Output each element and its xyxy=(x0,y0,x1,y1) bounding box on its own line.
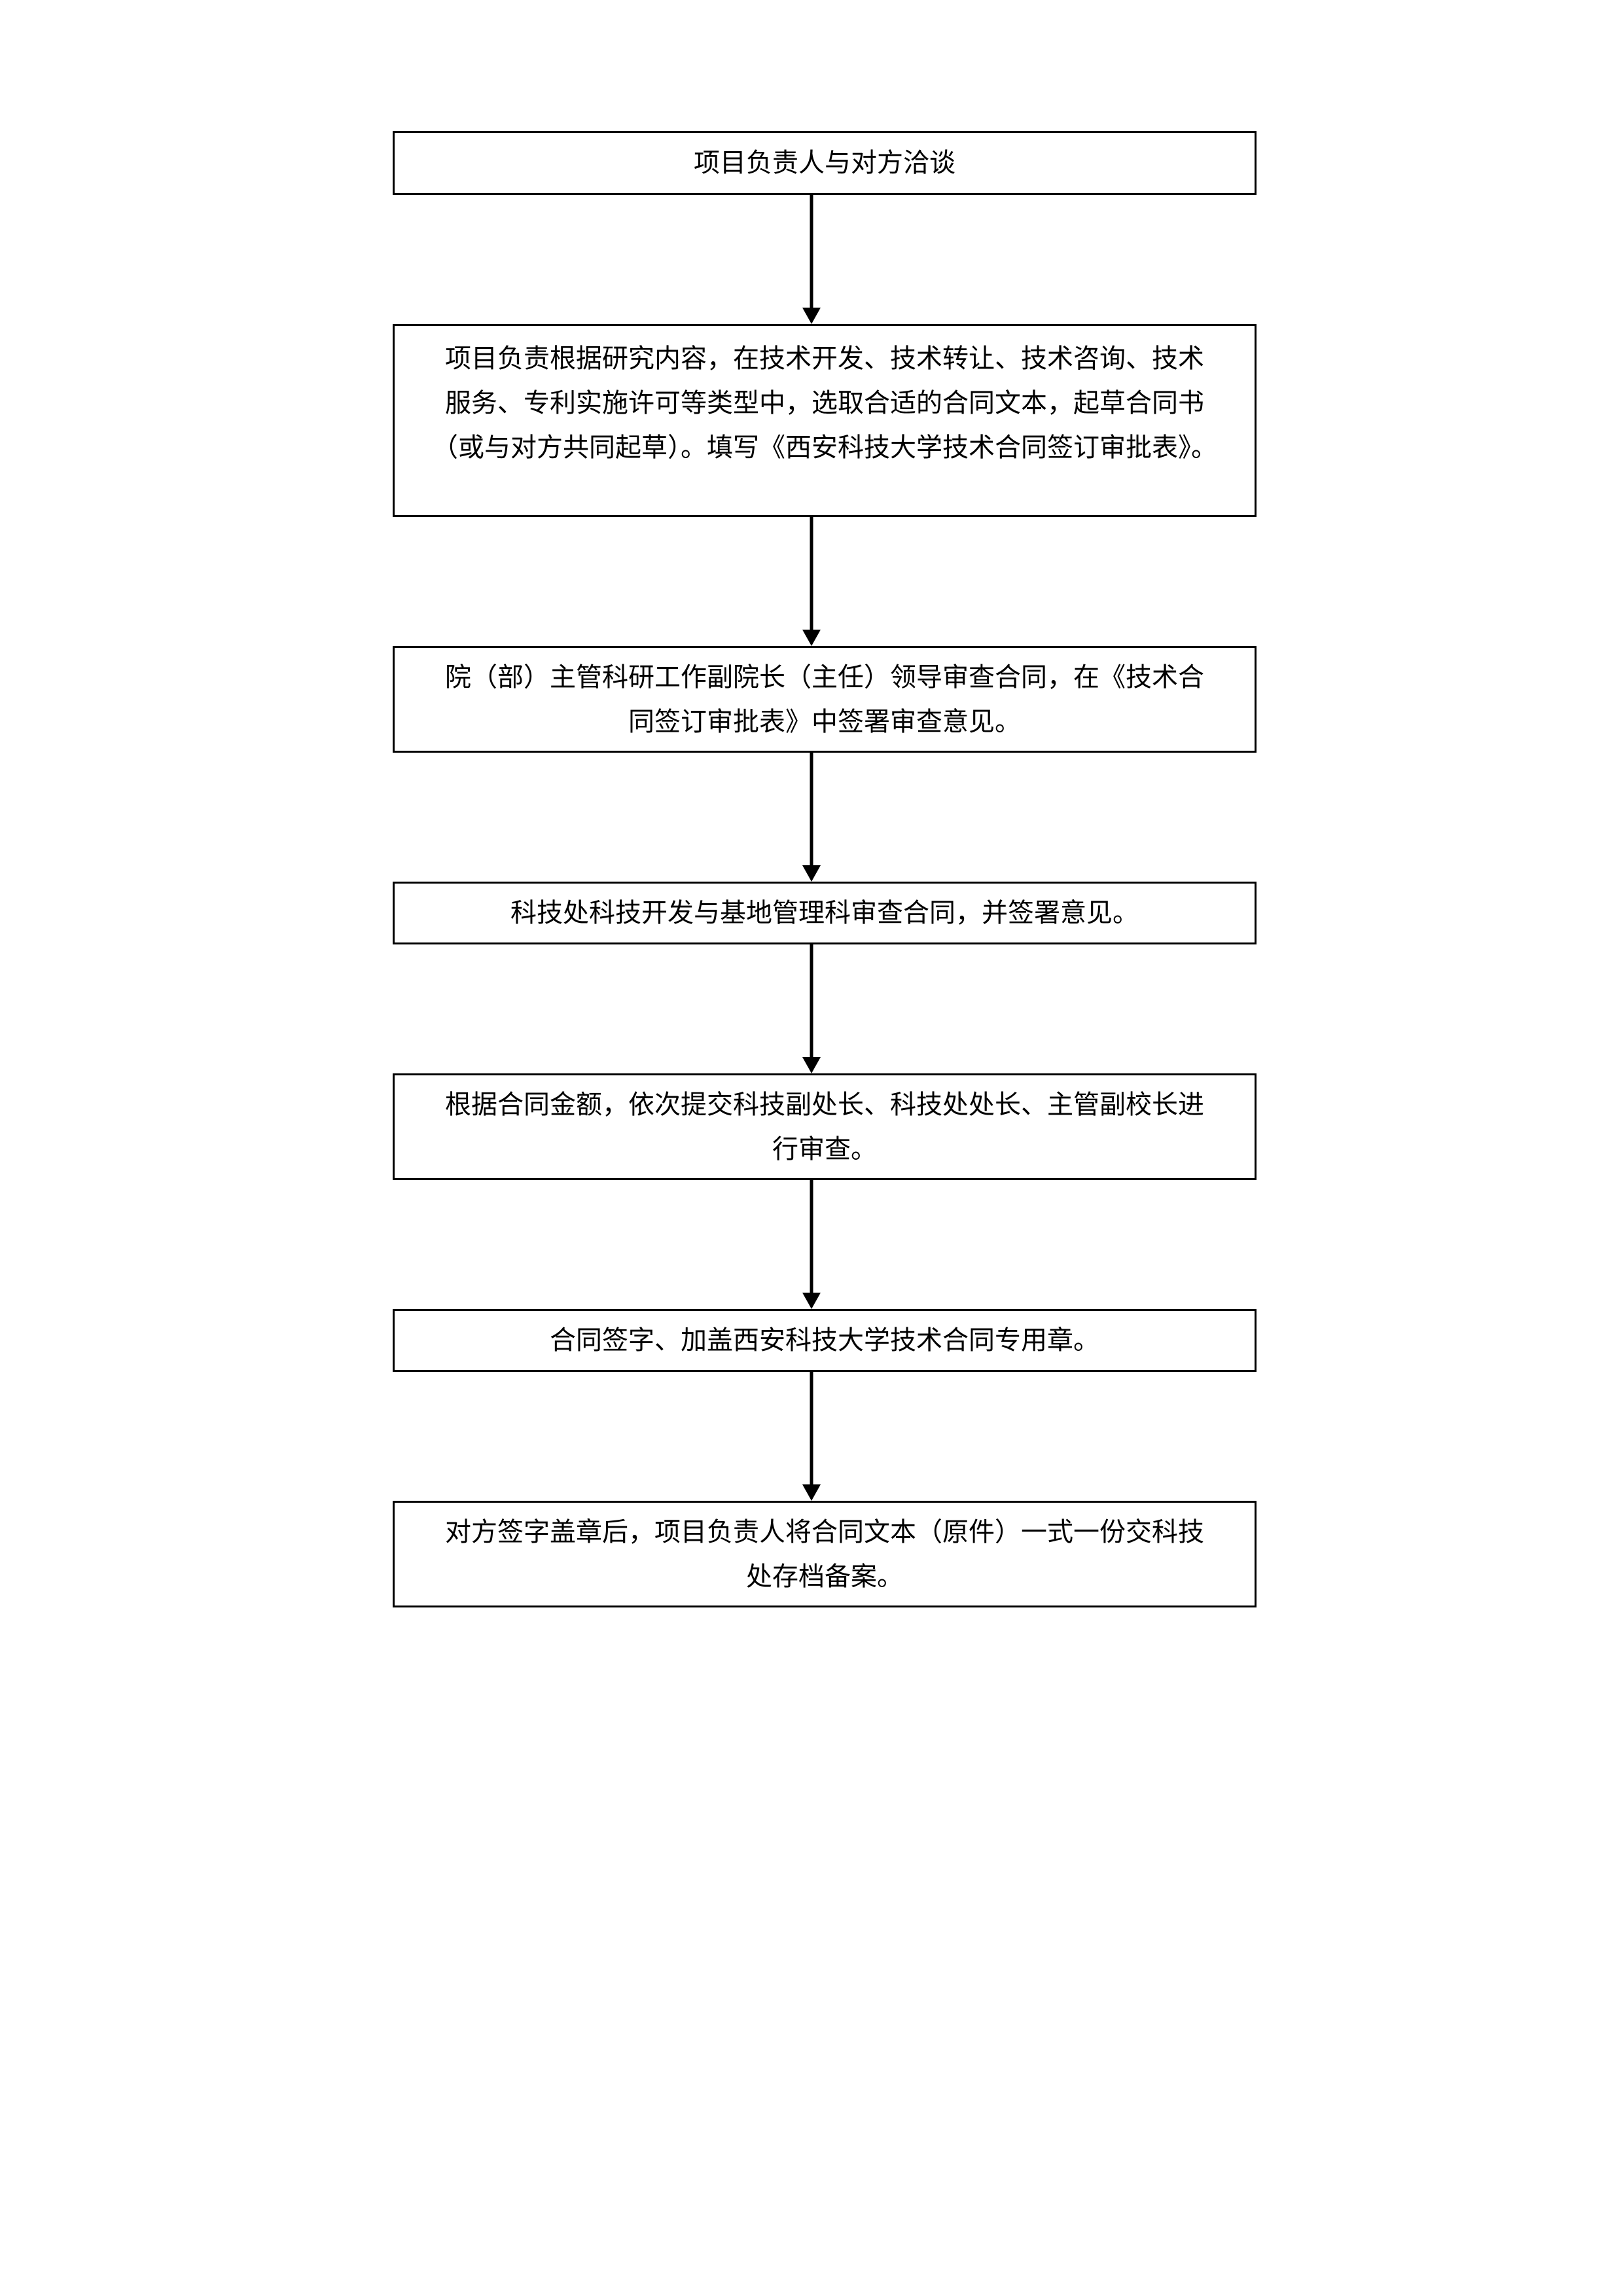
step-6-sign-and-seal: 合同签字、加盖西安科技大学技术合同专用章。 xyxy=(393,1309,1257,1372)
step-6-text: 合同签字、加盖西安科技大学技术合同专用章。 xyxy=(550,1325,1099,1355)
arrow-2-3 xyxy=(802,517,821,646)
arrow-5-6 xyxy=(802,1180,821,1309)
step-3-dean-review: 院（部）主管科研工作副院长（主任）领导审查合同，在《技术合 同签订审批表》中签署… xyxy=(393,646,1257,753)
step-5-text: 根据合同金额，依次提交科技副处长、科技处处长、主管副校长进 行审查。 xyxy=(445,1089,1204,1164)
step-7-text: 对方签字盖章后，项目负责人将合同文本（原件）一式一份交科技 处存档备案。 xyxy=(445,1516,1204,1592)
step-4-office-review: 科技处科技开发与基地管理科审查合同，并签署意见。 xyxy=(393,882,1257,944)
arrow-1-2 xyxy=(802,195,821,324)
step-2-text: 项目负责根据研究内容，在技术开发、技术转让、技术咨询、技术 服务、专利实施许可等… xyxy=(432,344,1217,463)
step-7-archive: 对方签字盖章后，项目负责人将合同文本（原件）一式一份交科技 处存档备案。 xyxy=(393,1501,1257,1607)
step-1-negotiation: 项目负责人与对方洽谈 xyxy=(393,131,1257,195)
step-2-draft-contract: 项目负责根据研究内容，在技术开发、技术转让、技术咨询、技术 服务、专利实施许可等… xyxy=(393,324,1257,517)
step-3-text: 院（部）主管科研工作副院长（主任）领导审查合同，在《技术合 同签订审批表》中签署… xyxy=(445,662,1204,737)
step-5-leadership-review: 根据合同金额，依次提交科技副处长、科技处处长、主管副校长进 行审查。 xyxy=(393,1073,1257,1180)
arrow-4-5 xyxy=(802,944,821,1073)
arrow-3-4 xyxy=(802,753,821,882)
step-1-text: 项目负责人与对方洽谈 xyxy=(694,148,955,178)
arrow-6-7 xyxy=(802,1372,821,1501)
step-4-text: 科技处科技开发与基地管理科审查合同，并签署意见。 xyxy=(510,898,1139,928)
